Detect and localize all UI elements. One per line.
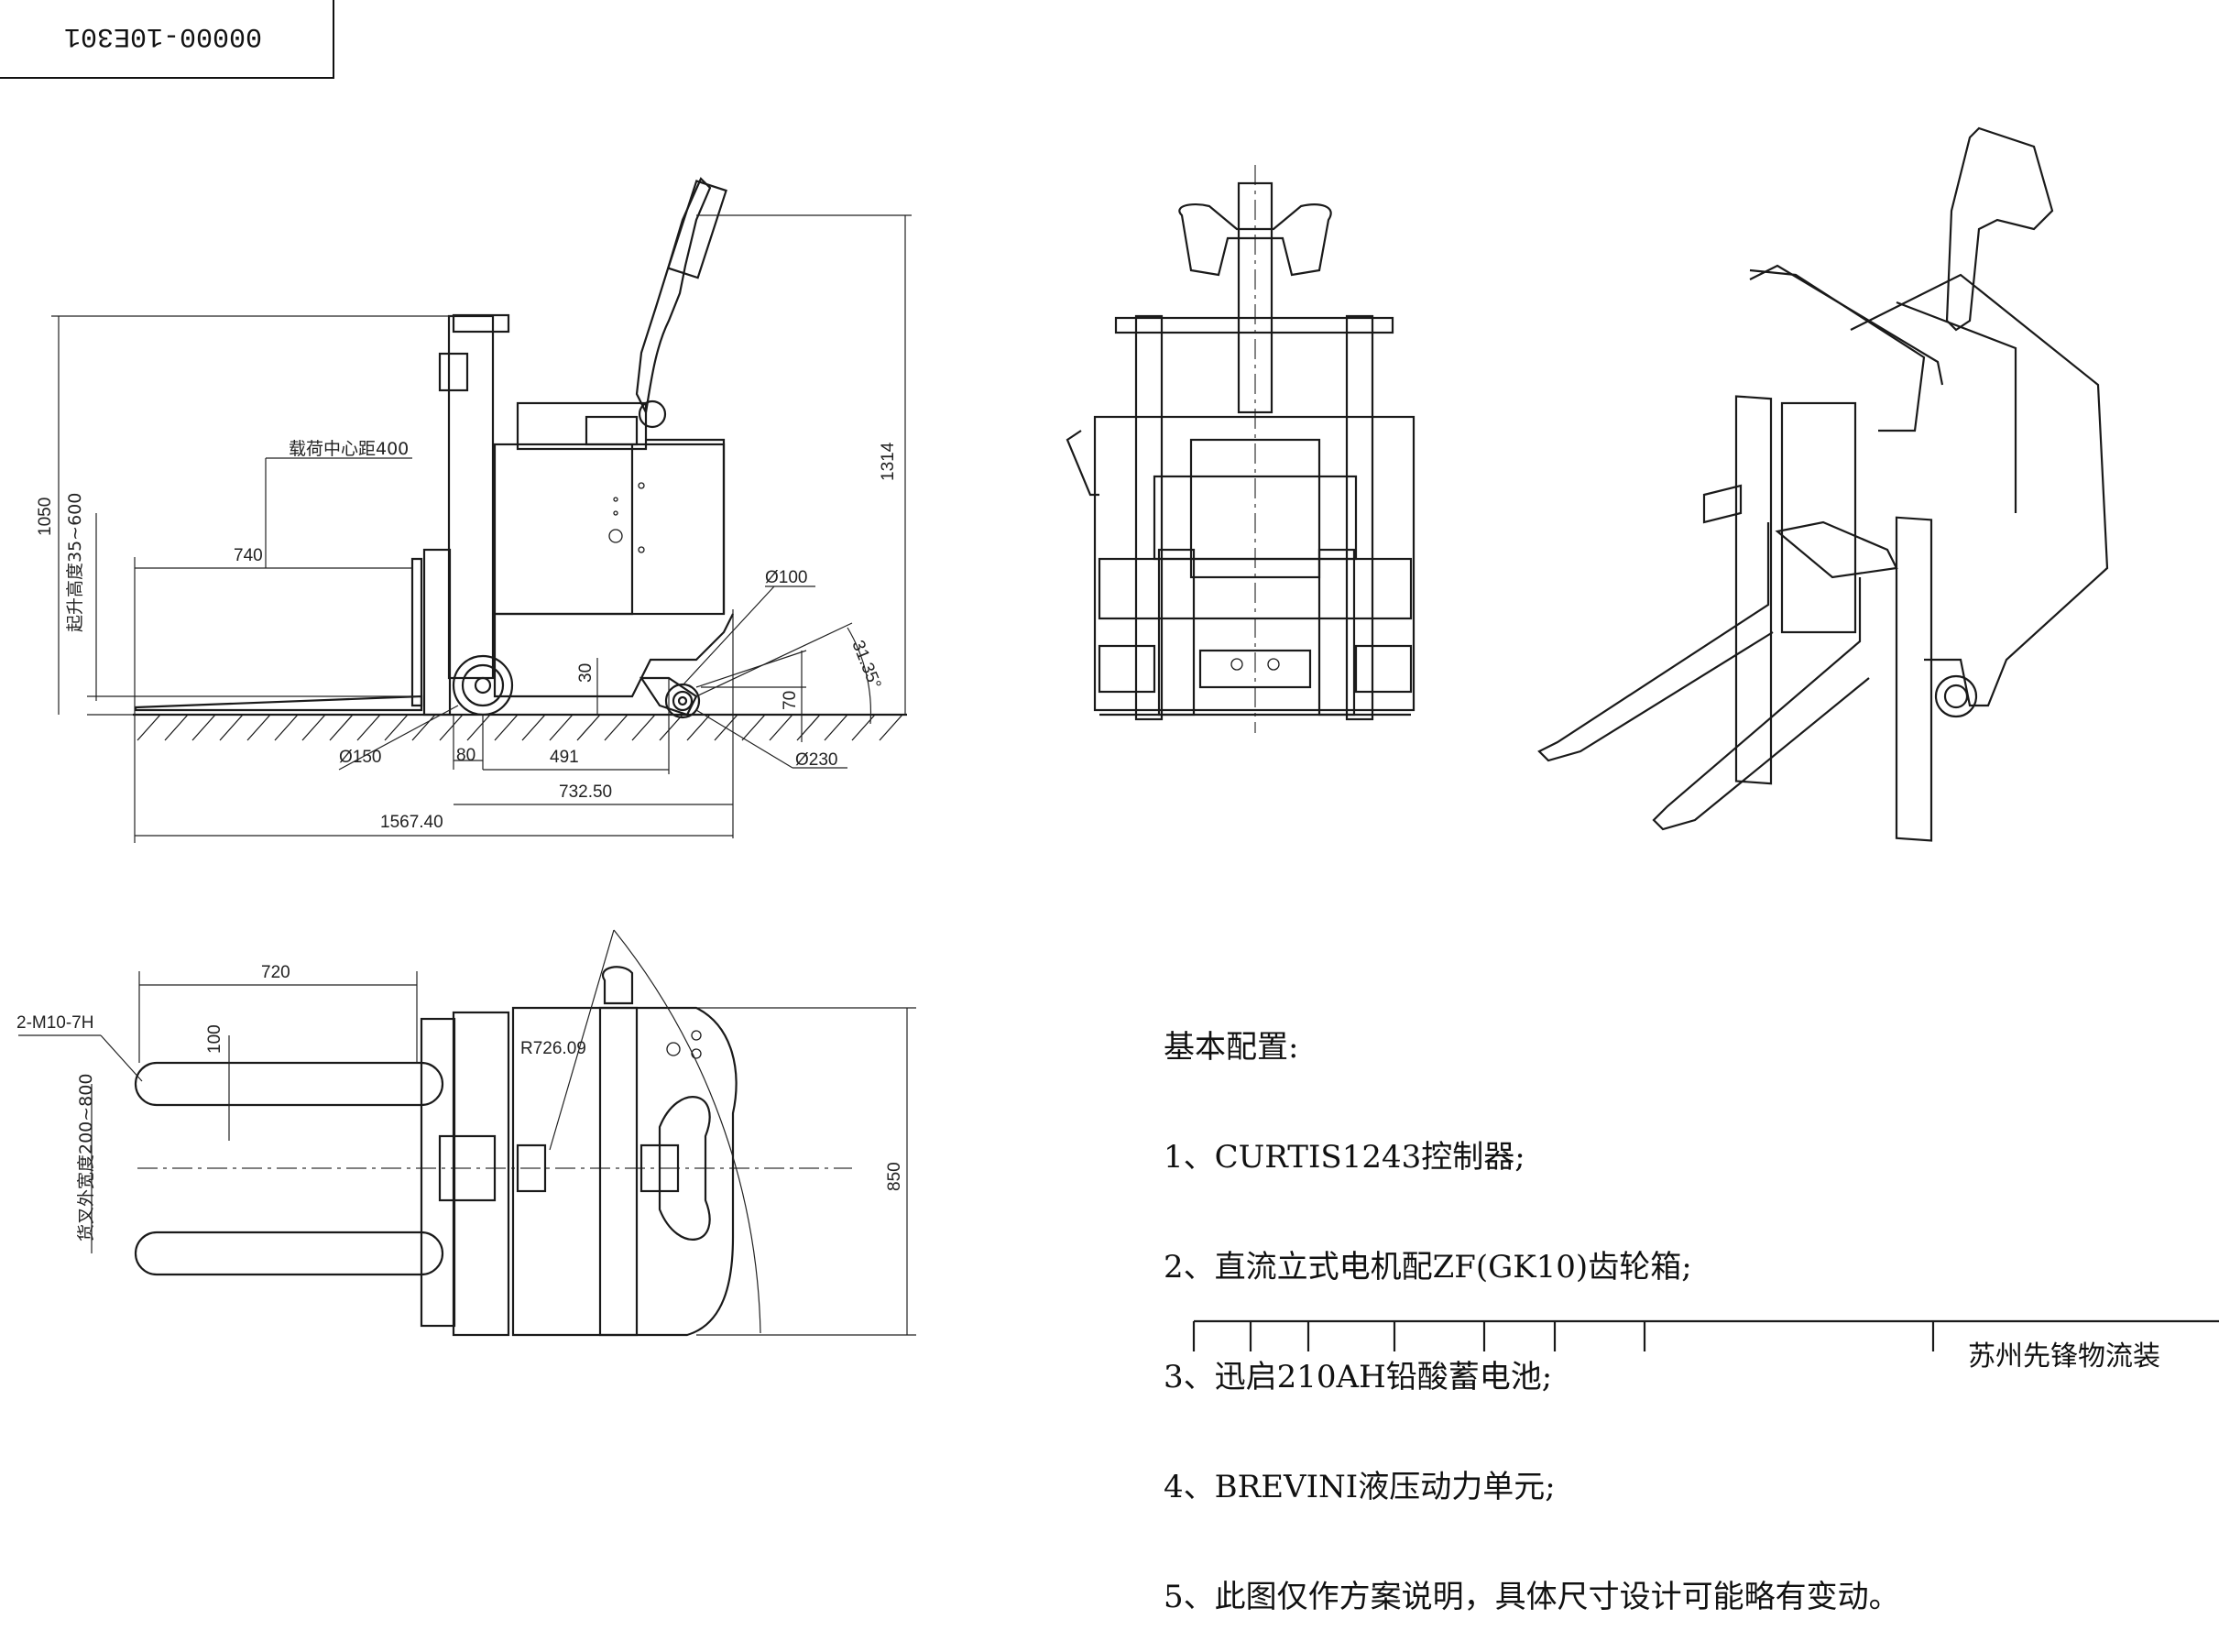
note-item: 2、直流立式电机配ZF(GK10)齿轮箱; <box>1164 1249 1692 1285</box>
drawing-number-box: 00000-10E301 <box>0 0 334 79</box>
dim-720: 720 <box>261 963 290 982</box>
dim-d150: Ø150 <box>339 748 381 767</box>
radius-label: R726.09 <box>520 1039 586 1058</box>
engineering-drawing: 载荷中心距400 起升高度35~600 740 1050 1314 Ø100 3… <box>16 126 2219 1351</box>
dim-850: 850 <box>885 1162 904 1191</box>
side-dimensions <box>51 214 912 843</box>
isometric-view <box>1537 126 2109 842</box>
dim-1567: 1567.40 <box>380 813 443 832</box>
dim-491: 491 <box>550 748 579 767</box>
top-view: 720 2-M10-7H 100 货叉外宽度200~800 R726.09 85… <box>16 929 916 1337</box>
note-item: 3、迅启210AH铅酸蓄电池; <box>1164 1359 1553 1395</box>
dim-1050: 1050 <box>36 498 55 536</box>
load-center-label: 载荷中心距400 <box>289 439 409 459</box>
note-item: 5、此图仅作方案说明，具体尺寸设计可能略有变动。 <box>1164 1579 1900 1615</box>
dim-100-top: 100 <box>205 1024 224 1054</box>
dim-1314: 1314 <box>879 442 898 481</box>
dim-30: 30 <box>576 663 596 683</box>
note-item: 1、CURTIS1243控制器; <box>1164 1139 1525 1176</box>
lift-height-label: 起升高度35~600 <box>65 493 85 632</box>
dim-80: 80 <box>456 746 476 765</box>
notes-title: 基本配置: <box>1164 1029 1299 1066</box>
thread-label: 2-M10-7H <box>16 1013 93 1033</box>
note-item: 4、BREVINI液压动力单元; <box>1164 1469 1556 1505</box>
ground-hatch <box>137 714 903 741</box>
dim-740: 740 <box>234 546 263 565</box>
config-notes: 基本配置: 1、CURTIS1243控制器; 2、直流立式电机配ZF(GK10)… <box>1164 956 1900 1652</box>
front-view <box>1066 165 1416 733</box>
dim-angle: 31.35° <box>847 638 884 692</box>
dim-d100: Ø100 <box>765 568 807 587</box>
dim-732: 732.50 <box>559 782 612 802</box>
dim-d230: Ø230 <box>795 750 837 770</box>
fork-width-label: 货叉外宽度200~800 <box>76 1074 96 1242</box>
dim-70: 70 <box>781 691 800 710</box>
company-name: 苏州先锋物流装 <box>1968 1340 2160 1373</box>
side-view: 载荷中心距400 起升高度35~600 740 1050 1314 Ø100 3… <box>36 177 912 843</box>
title-block <box>1192 1319 2219 1351</box>
